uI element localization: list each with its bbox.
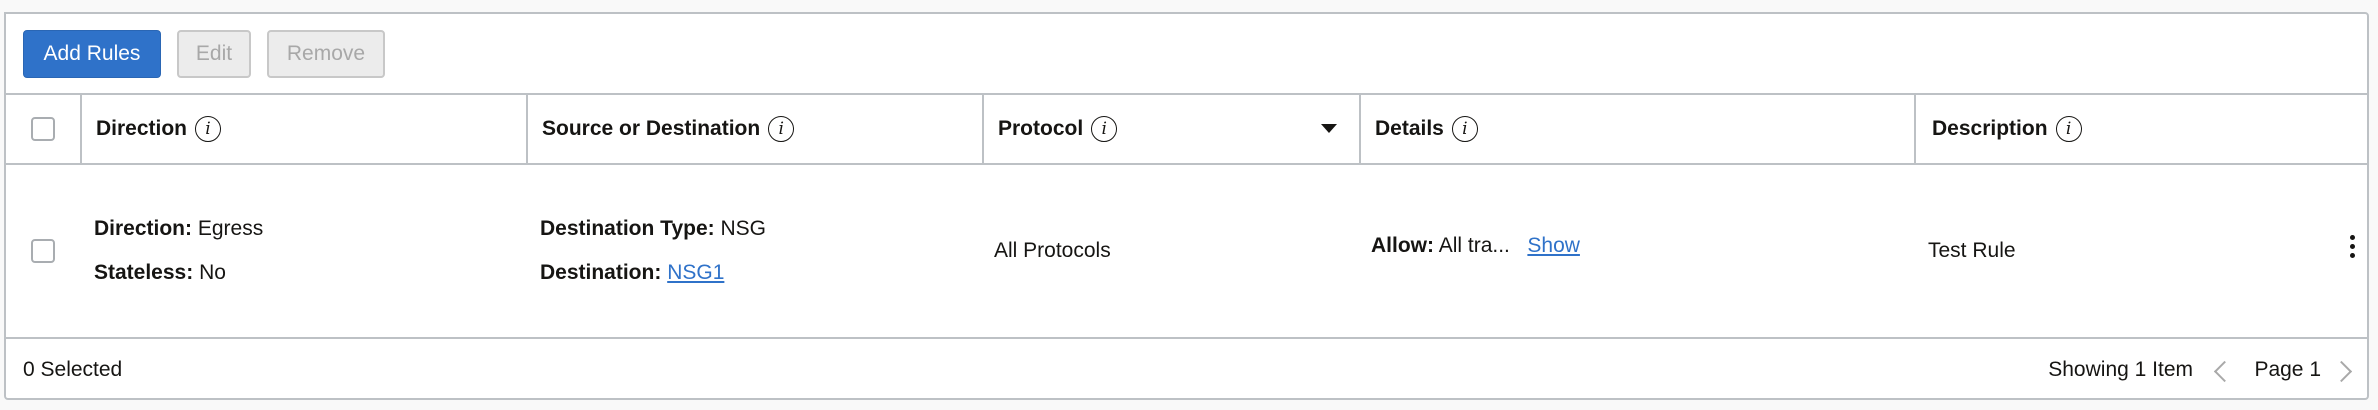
add-rules-button[interactable]: Add Rules: [23, 30, 161, 78]
table-header: Direction i Source or Destination i Prot…: [6, 95, 2367, 165]
security-rules-table-panel: Add Rules Edit Remove Direction i Source…: [4, 12, 2369, 400]
info-icon[interactable]: i: [2055, 116, 2082, 142]
next-page-chevron-icon[interactable]: [2330, 360, 2353, 383]
description-cell: Test Rule: [1928, 165, 2328, 337]
show-details-link[interactable]: Show: [1527, 234, 1580, 257]
allow-label: Allow:: [1371, 234, 1434, 257]
stateless-label: Stateless:: [94, 261, 194, 284]
description-value: Test Rule: [1928, 239, 2016, 262]
sort-caret-down-icon[interactable]: [1321, 124, 1337, 133]
protocol-cell: All Protocols: [994, 165, 1354, 337]
direction-value: Egress: [197, 217, 264, 240]
column-label: Source or Destination: [542, 117, 761, 140]
table-footer: 0 Selected Showing 1 Item Page 1: [6, 339, 2367, 400]
source-destination-cell: Destination Type: NSG Destination: NSG1: [540, 165, 980, 337]
column-label: Protocol: [998, 117, 1084, 140]
protocol-value: All Protocols: [994, 239, 1111, 262]
column-label: Direction: [96, 117, 188, 140]
page-indicator: Page 1: [2254, 358, 2321, 381]
table-row: Direction: Egress Stateless: No Destinat…: [6, 165, 2367, 339]
destination-label: Destination:: [540, 261, 662, 284]
info-icon[interactable]: i: [1091, 116, 1118, 142]
destination-type-label: Destination Type:: [540, 217, 715, 240]
column-label: Description: [1932, 117, 2048, 140]
info-icon[interactable]: i: [768, 116, 795, 142]
item-count: Showing 1 Item: [2048, 357, 2193, 381]
direction-label: Direction:: [94, 217, 193, 240]
column-header-source-destination: Source or Destination i: [526, 95, 982, 163]
column-header-description: Description i: [1914, 95, 2367, 163]
previous-page-chevron-icon[interactable]: [2213, 360, 2236, 383]
allow-value: All tra...: [1438, 234, 1510, 257]
remove-button[interactable]: Remove: [267, 30, 385, 78]
toolbar: Add Rules Edit Remove: [6, 14, 2367, 95]
details-cell: Allow: All tra... Show: [1371, 165, 1911, 337]
column-header-direction: Direction i: [80, 95, 526, 163]
edit-button[interactable]: Edit: [177, 30, 251, 78]
column-header-protocol[interactable]: Protocol i: [982, 95, 1359, 163]
destination-type-value: NSG: [720, 217, 766, 240]
destination-link[interactable]: NSG1: [667, 261, 725, 284]
selected-count: 0 Selected: [23, 357, 123, 381]
info-icon[interactable]: i: [1451, 116, 1478, 142]
direction-cell: Direction: Egress Stateless: No: [94, 165, 524, 337]
info-icon[interactable]: i: [195, 116, 222, 142]
column-label: Details: [1375, 117, 1444, 140]
select-all-cell: [6, 95, 80, 163]
stateless-value: No: [199, 261, 226, 284]
row-actions-kebab-icon[interactable]: [2347, 235, 2357, 258]
row-checkbox[interactable]: [31, 239, 55, 263]
row-select-cell: [6, 165, 80, 337]
select-all-checkbox[interactable]: [31, 117, 55, 141]
column-header-details: Details i: [1359, 95, 1914, 163]
